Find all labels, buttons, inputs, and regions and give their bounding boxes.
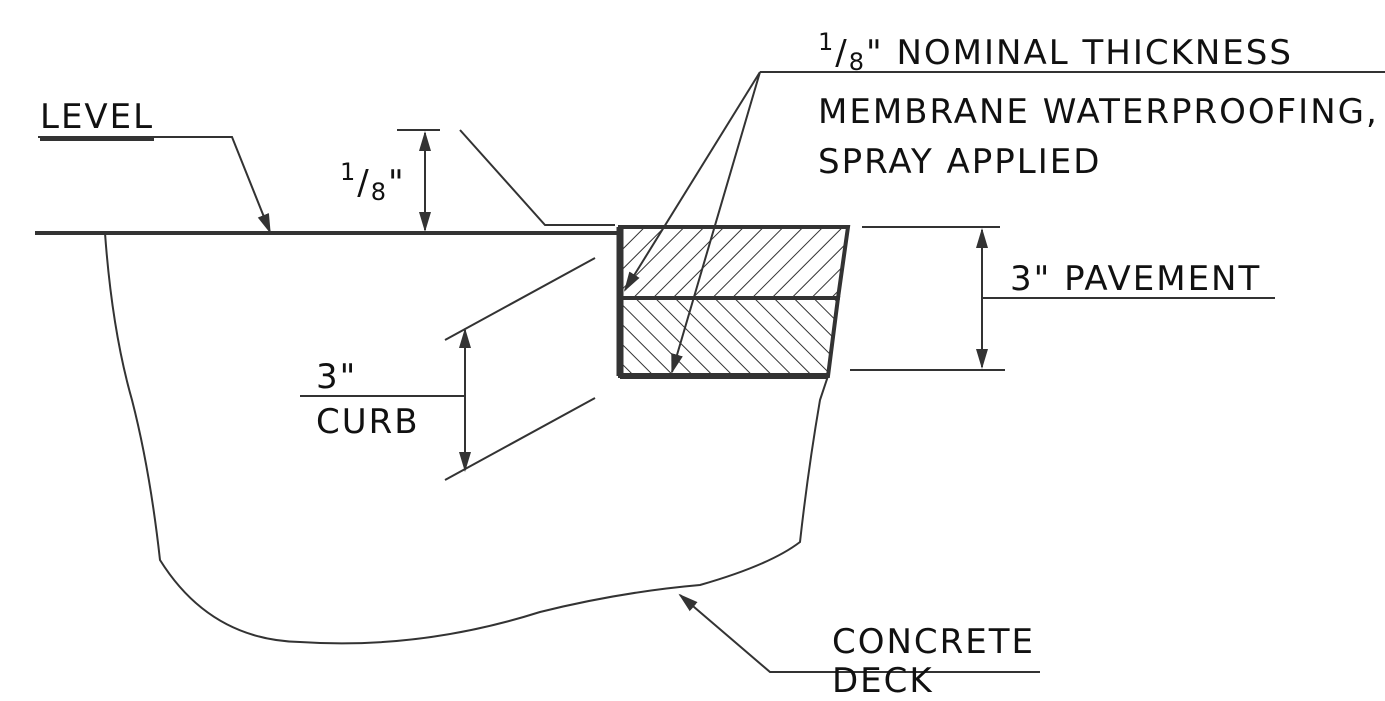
pavement-upper-layer xyxy=(618,225,851,300)
membrane-text1: " NOMINAL THICKNESS xyxy=(866,33,1293,73)
curb-label: CURB xyxy=(316,402,420,442)
concrete-deck-outline xyxy=(104,232,829,645)
deck-label-line1: CONCRETE xyxy=(832,622,1036,662)
slope-leader xyxy=(459,129,615,226)
level-leader xyxy=(38,136,271,234)
deck-label-line2: DECK xyxy=(832,661,934,701)
curb-value-label: 3" xyxy=(316,357,358,397)
deck-leader xyxy=(678,593,1040,673)
level-label: LEVEL xyxy=(40,100,155,141)
membrane-leader-2 xyxy=(671,71,761,374)
slope-num: 1 xyxy=(340,158,358,186)
membrane-den: 8 xyxy=(848,48,867,76)
curb-ext-bottom xyxy=(444,397,596,481)
slope-unit: " xyxy=(388,163,406,203)
curb-ext-top xyxy=(444,257,596,341)
waterproofing-detail-drawing xyxy=(35,71,1385,673)
pavement-label: 3" PAVEMENT xyxy=(1010,259,1262,299)
membrane-label-line2: MEMBRANE WATERPROOFING, xyxy=(818,92,1379,132)
slope-den: 8 xyxy=(370,178,389,206)
slope-label: 1/8" xyxy=(340,158,406,206)
membrane-num: 1 xyxy=(818,28,836,56)
membrane-leader-1 xyxy=(623,71,761,292)
membrane-label-line3: SPRAY APPLIED xyxy=(818,142,1102,182)
pavement-lower-layer xyxy=(618,296,841,378)
membrane-label-line1: 1/8" NOMINAL THICKNESS xyxy=(818,28,1293,76)
